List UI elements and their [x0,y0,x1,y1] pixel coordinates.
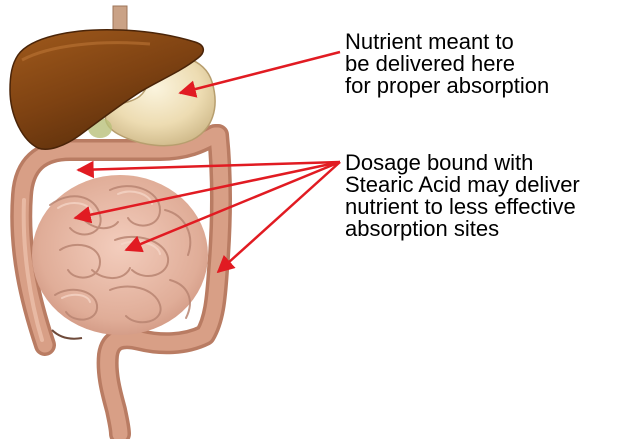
arrow-to-descending-colon [218,162,340,272]
callout-line: absorption sites [345,218,580,240]
callout-stomach-text: Nutrient meant to be delivered here for … [345,31,549,97]
appendix [52,330,82,339]
callout-stearic-acid-text: Dosage bound with Stearic Acid may deliv… [345,152,580,240]
small-intestine [32,175,208,335]
callout-line: for proper absorption [345,75,549,97]
callout-line: Stearic Acid may deliver [345,174,580,196]
callout-line: be delivered here [345,53,549,75]
callout-line: Nutrient meant to [345,31,549,53]
callout-line: Dosage bound with [345,152,580,174]
arrow-to-transverse-colon [78,162,340,170]
callout-line: nutrient to less effective [345,196,580,218]
